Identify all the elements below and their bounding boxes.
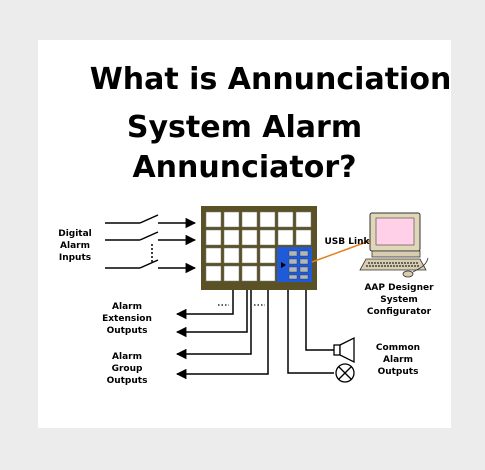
lamp-icon [335,363,355,383]
usb-link-label: USB Link [324,237,370,247]
computer-icon [359,212,429,278]
title-line-3: Annunciator? [132,150,357,185]
digital-inputs-label: Digital Alarm Inputs [58,229,92,263]
input-switch-1 [105,214,197,229]
title-line-2: System Alarm [126,110,363,145]
input-switch-3 [105,259,197,274]
configurator-label: AAP Designer System Configurator [364,283,434,317]
usb-cable [311,239,373,263]
extension-outputs-label: Alarm Extension Outputs [102,302,152,336]
horn-icon [333,336,355,364]
common-outputs-label: Common Alarm Outputs [375,343,421,377]
input-switch-2 [105,231,197,246]
title-line-1: What is Annunciation [89,62,452,97]
group-outputs-label: Alarm Group Outputs [106,352,148,386]
annunciator-panel [201,206,317,290]
